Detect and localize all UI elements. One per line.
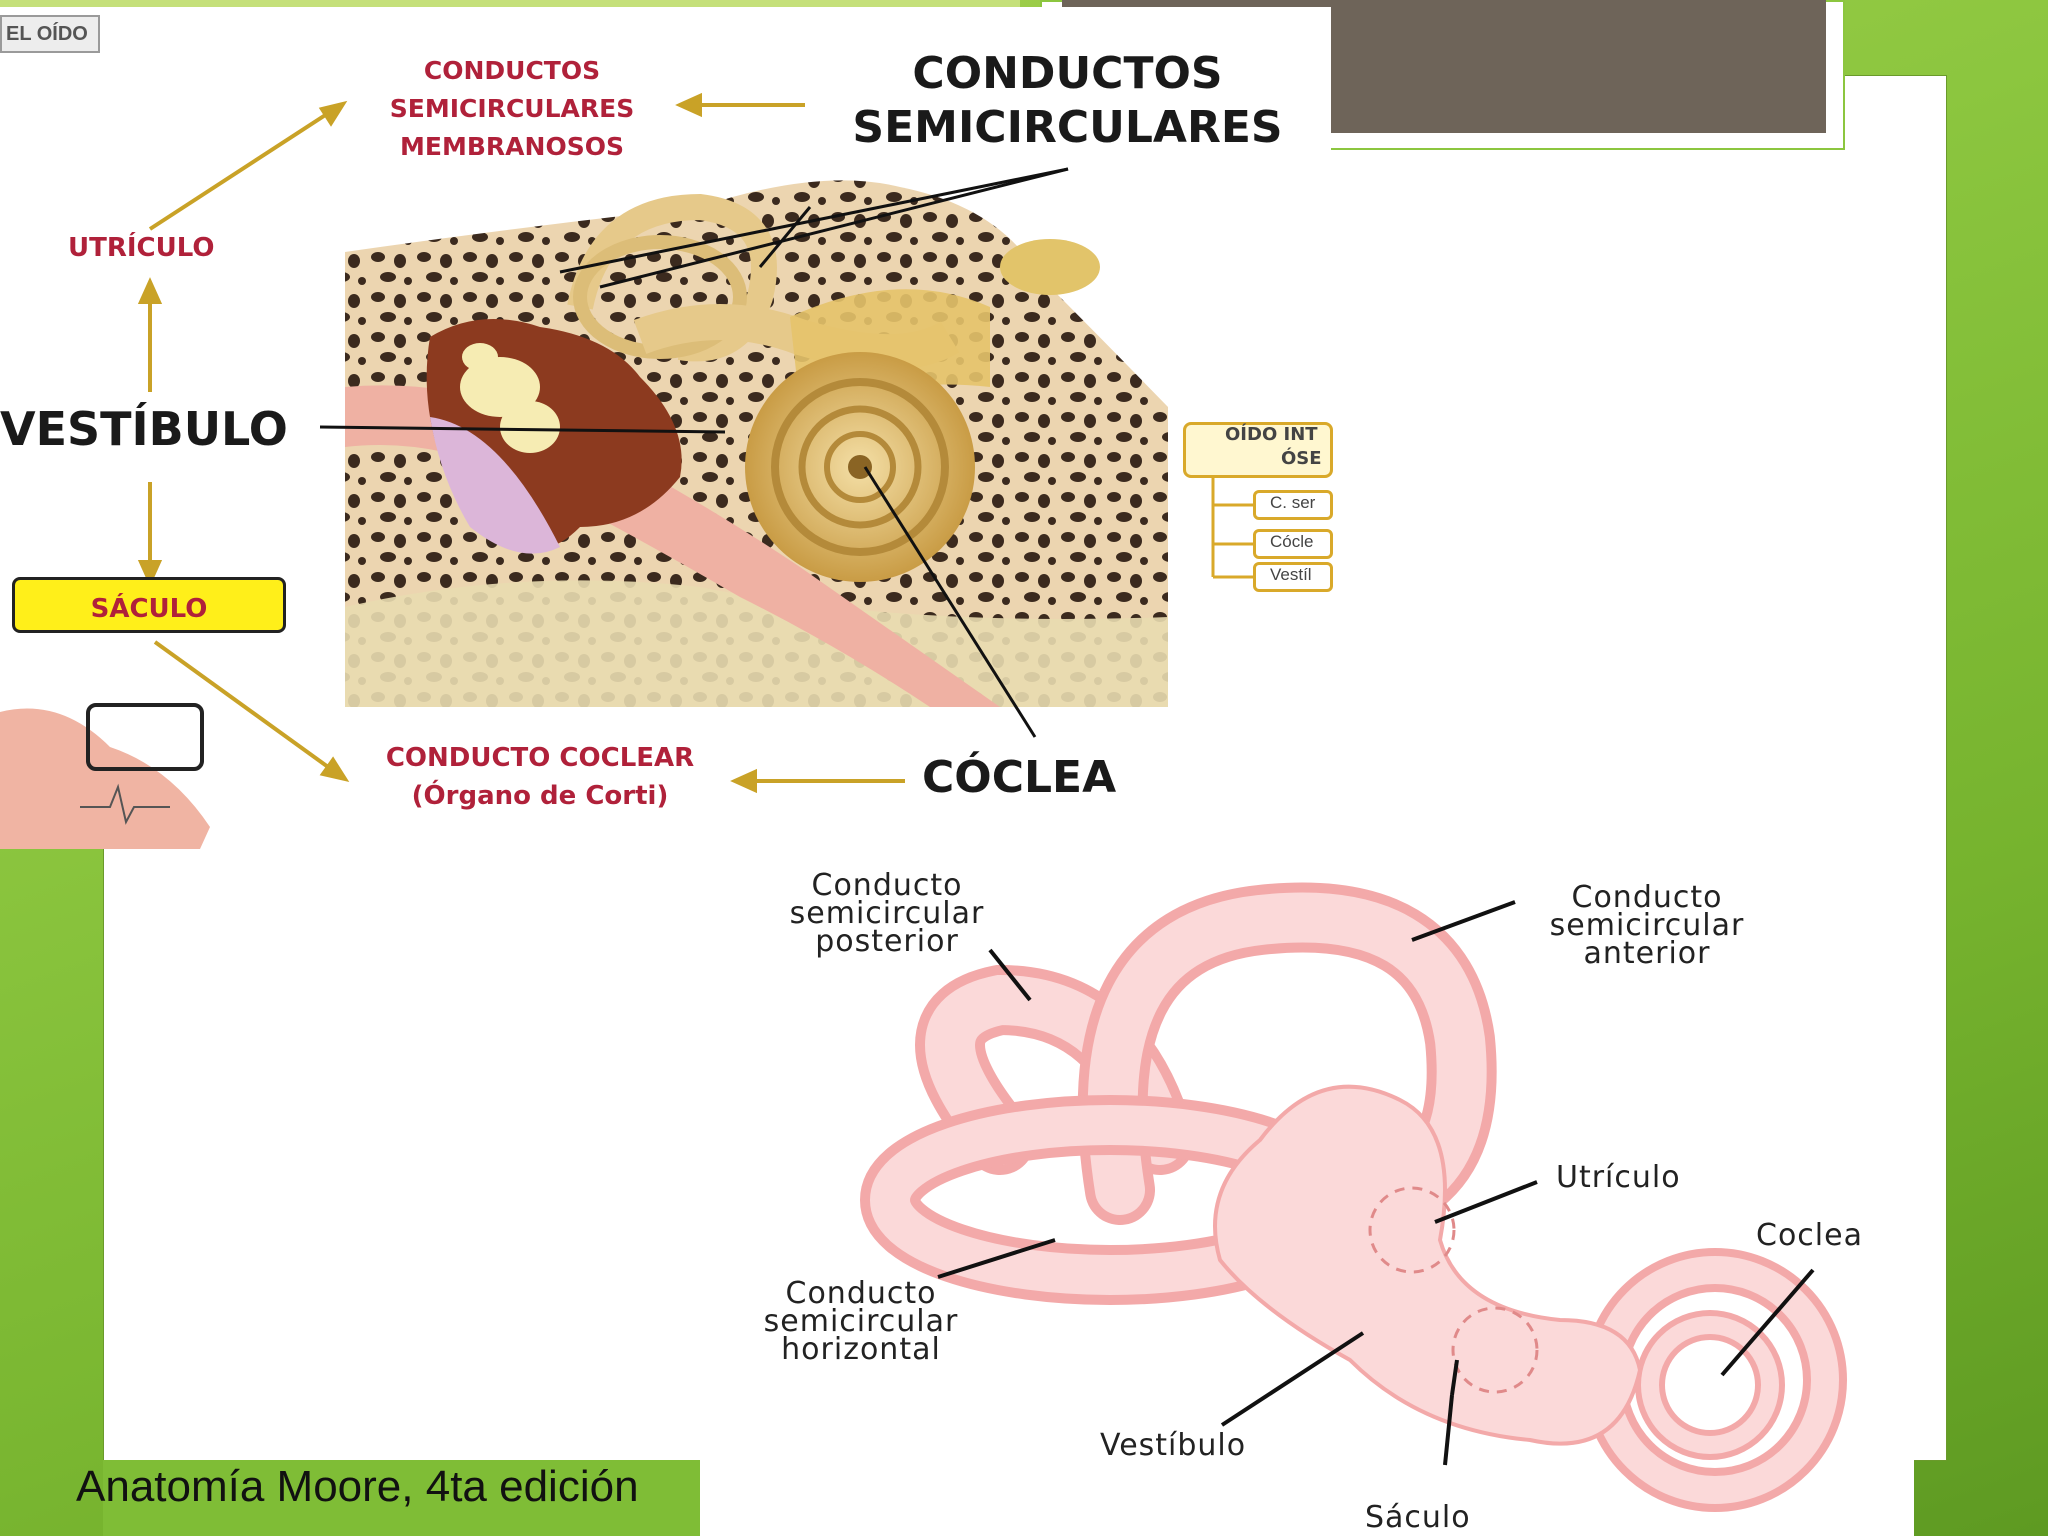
side-box-item-label: Vestíl [1270, 565, 1312, 584]
label-conductos-semicirculares: CONDUCTOS SEMICIRCULARES [815, 47, 1320, 155]
label-line: horizontal [781, 1332, 941, 1367]
label-line: OÍDO INT [1225, 424, 1318, 445]
label-saculo: SÁCULO [90, 594, 208, 624]
saculo-marker [1451, 1306, 1539, 1394]
saculo-highlight-box [12, 577, 286, 633]
tympanic-membrane [430, 417, 560, 554]
label-line: MEMBRANOSOS [400, 132, 624, 161]
side-box-item [1253, 562, 1333, 592]
caption-background [103, 1460, 700, 1536]
label-line: ÓSE [1281, 448, 1322, 469]
ear-inset-illustration [0, 708, 210, 849]
label-conducto-coclear: CONDUCTO COCLEAR (Órgano de Corti) [360, 739, 720, 815]
label-utriculo: UTRÍCULO [68, 233, 215, 263]
label-line: posterior [815, 924, 959, 959]
ear-inset-highlight [86, 703, 204, 771]
label-line: CONDUCTO COCLEAR [385, 743, 695, 773]
label-line: Conducto [1571, 880, 1723, 915]
label-line: semicircular [763, 1304, 959, 1339]
label-line: semicircular [1549, 908, 1745, 943]
label-saculo-small: Sáculo [1365, 1500, 1471, 1535]
side-box-item-label: Cócle [1270, 532, 1314, 551]
label-line: SEMICIRCULARES [852, 102, 1283, 153]
label-line: CONDUCTOS [423, 56, 601, 85]
label-utriculo-small: Utrículo [1556, 1160, 1681, 1195]
label-line: anterior [1583, 936, 1711, 971]
labyrinth-illustration [860, 882, 1847, 1512]
side-box-item [1253, 529, 1333, 559]
label-vestibulo-small: Vestíbulo [1100, 1428, 1247, 1463]
side-box-item-label: C. ser [1270, 493, 1316, 512]
label-line: semicircular [789, 896, 985, 931]
label-coclea-small: Coclea [1756, 1218, 1863, 1253]
slide-caption: Anatomía Moore, 4ta edición [76, 1462, 639, 1511]
diagram-tab-label: EL OÍDO [0, 15, 100, 53]
label-line: (Órgano de Corti) [411, 781, 669, 811]
oido-interno-box [1183, 422, 1333, 478]
label-line: SEMICIRCULARES [389, 94, 635, 123]
top-strip [0, 0, 1020, 8]
label-vestibulo: VESTÍBULO [0, 402, 288, 456]
side-box-item [1253, 490, 1333, 520]
label-conductos-membranosos: CONDUCTOS SEMICIRCULARES MEMBRANOSOS [372, 52, 652, 166]
utriculo-marker [1368, 1186, 1456, 1274]
label-coclea: CÓCLEA [922, 752, 1117, 803]
label-line: Conducto [811, 868, 963, 903]
ear-anatomy-diagram: EL OÍDO [0, 7, 1333, 849]
label-line: CONDUCTOS [912, 48, 1223, 99]
label-canal-posterior: Conducto semicircular posterior [752, 868, 1022, 959]
inner-ear-illustration [0, 92, 1253, 849]
membranous-labyrinth-diagram: Conducto semicircular posterior Conducto… [700, 840, 1914, 1536]
oido-interno-title: OÍDO INT ÓSE [1225, 423, 1333, 471]
label-line: Conducto [785, 1276, 937, 1311]
label-canal-horizontal: Conducto semicircular horizontal [726, 1276, 996, 1367]
label-canal-anterior: Conducto semicircular anterior [1512, 880, 1782, 971]
vestibule-body [1213, 1084, 1643, 1446]
